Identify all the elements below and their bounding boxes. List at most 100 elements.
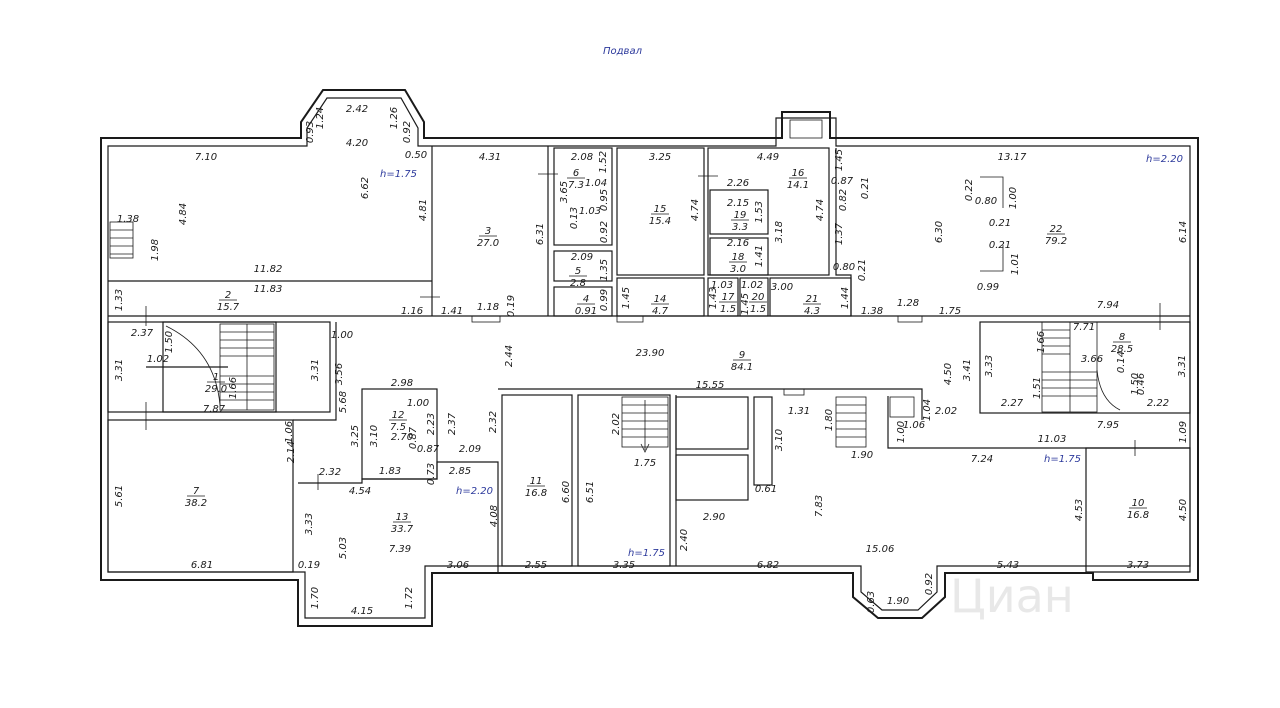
dimension-label: 7.24 <box>971 454 993 465</box>
dimension-label: 2.32 <box>488 411 499 433</box>
dimension-label: 1.90 <box>851 450 873 461</box>
dimension-label: 1.18 <box>477 302 499 313</box>
dimension-label: 2.08 <box>571 152 593 163</box>
room-area: 7.5 <box>390 422 406 433</box>
dimension-label: 0.80 <box>975 196 997 207</box>
dimension-label: 0.87 <box>408 426 419 449</box>
room-number: 12 <box>392 410 405 421</box>
room-area: 4.3 <box>804 306 820 317</box>
dimension-label: 0.21 <box>857 259 868 281</box>
room-number: 9 <box>739 350 745 361</box>
dimension-label: 2.98 <box>391 378 413 389</box>
dimension-label: 1.04 <box>922 399 933 421</box>
dimension-label: 2.44 <box>504 345 515 367</box>
room-area: 0.91 <box>575 306 597 317</box>
dimension-label: 6.62 <box>360 177 371 199</box>
dimension-label: 1.66 <box>228 377 239 399</box>
dimension-label: 3.31 <box>1177 355 1188 377</box>
dimension-label: 0.92 <box>599 221 610 243</box>
dimension-label: 7.83 <box>814 495 825 517</box>
dimension-label: 1.45 <box>740 293 751 315</box>
dimension-label: 0.61 <box>755 484 777 495</box>
room-area: 15.4 <box>649 216 671 227</box>
dimension-label: 3.10 <box>774 429 785 451</box>
dimension-label: 5.68 <box>338 391 349 413</box>
dimension-label: 1.06 <box>284 421 295 443</box>
room-area: 27.0 <box>477 238 499 249</box>
dimension-label: 2.27 <box>1001 398 1024 409</box>
room-number: 15 <box>654 204 667 215</box>
dimension-label: 2.90 <box>703 512 725 523</box>
dimension-label: 1.53 <box>754 201 765 223</box>
dimension-label: 0.73 <box>426 463 437 485</box>
dimension-label: 3.00 <box>771 282 793 293</box>
dimension-label: 1.33 <box>114 289 125 311</box>
height-label: h=1.75 <box>1044 454 1081 465</box>
room-number: 22 <box>1050 224 1063 235</box>
dimension-label: 0.46 <box>1136 373 1147 395</box>
dimension-label: 3.33 <box>304 513 315 535</box>
dimension-label: 7.10 <box>195 152 217 163</box>
dimension-label: 7.95 <box>1097 420 1119 431</box>
room-area: 16.8 <box>1127 510 1149 521</box>
dimension-label: 1.80 <box>824 409 835 431</box>
dimension-label: 0.21 <box>989 240 1011 251</box>
dimension-label: 11.83 <box>254 284 283 295</box>
dimension-label: 6.51 <box>585 481 596 503</box>
room-area: 15.7 <box>217 302 240 313</box>
dimension-label: 0.63 <box>866 591 877 613</box>
dimension-label: 6.31 <box>535 223 546 245</box>
dimension-label: 0.50 <box>405 150 427 161</box>
dimension-label: 5.03 <box>338 537 349 559</box>
dimension-label: 0.14 <box>1116 351 1127 373</box>
dimension-label: 1.06 <box>903 420 925 431</box>
room-area: 1.5 <box>720 304 736 315</box>
dimension-label: 1.26 <box>389 107 400 129</box>
dimension-label: 1.02 <box>147 354 169 365</box>
room-number: 10 <box>1132 498 1145 509</box>
dimension-label: 5.43 <box>997 560 1019 571</box>
dimension-label: 0.92 <box>924 573 935 595</box>
dimension-label: 0.93 <box>305 121 316 143</box>
dimension-label: 2.85 <box>449 466 471 477</box>
dimension-label: 1.02 <box>741 280 763 291</box>
dimension-label: 4.74 <box>690 199 701 221</box>
dimension-label: 0.87 <box>831 176 854 187</box>
dimension-label: 4.31 <box>479 152 501 163</box>
dimension-label: 1.72 <box>404 587 415 609</box>
dimension-label: 23.90 <box>636 348 665 359</box>
room-area: 38.2 <box>185 498 207 509</box>
room-number: 14 <box>654 294 667 305</box>
dimension-label: 1.51 <box>1032 377 1043 399</box>
height-label: h=2.20 <box>1146 154 1183 165</box>
dimension-label: 1.50 <box>1130 373 1141 395</box>
dimension-label: 3.41 <box>962 359 973 381</box>
dimension-label: 4.50 <box>1178 499 1189 521</box>
room-area: 3.0 <box>730 264 746 275</box>
dimension-label: 1.01 <box>1010 253 1021 275</box>
dimension-label: 2.02 <box>611 413 622 435</box>
dimension-label: 2.40 <box>679 529 690 551</box>
dimension-label: 2.23 <box>426 413 437 435</box>
dimension-label: 3.31 <box>114 359 125 381</box>
dimension-label: 2.16 <box>727 238 749 249</box>
room-area: 4.7 <box>652 306 669 317</box>
dimension-label: 1.00 <box>1008 187 1019 209</box>
dimension-label: 3.18 <box>774 221 785 243</box>
dimension-label: 3.65 <box>559 181 570 203</box>
dimension-label: 4.20 <box>346 138 368 149</box>
room-number: 17 <box>722 292 735 303</box>
dimension-label: 7.71 <box>1073 322 1095 333</box>
room-number: 18 <box>732 252 745 263</box>
interior-walls <box>107 146 1191 573</box>
dimension-label: 4.53 <box>1074 499 1085 521</box>
dimension-label: 0.99 <box>599 289 610 311</box>
dimension-label: 4.08 <box>489 505 500 527</box>
dimension-label: 3.66 <box>1081 354 1103 365</box>
height-label: h=1.75 <box>380 169 417 180</box>
room-number: 4 <box>583 294 589 305</box>
dimension-label: 1.41 <box>441 306 463 317</box>
dimension-label: 2.14 <box>286 441 297 463</box>
dimension-label: 2.32 <box>319 467 341 478</box>
